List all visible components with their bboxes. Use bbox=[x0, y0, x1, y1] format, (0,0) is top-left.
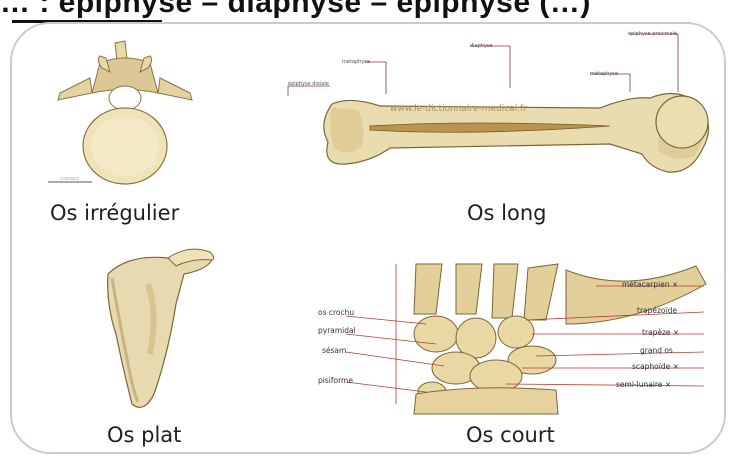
wrist-label-scaphoide: scaphoïde × bbox=[632, 362, 679, 371]
caption-irregular: Os irrégulier bbox=[50, 201, 179, 225]
femur-label-4: métaphyse bbox=[590, 71, 618, 77]
caption-long: Os long bbox=[467, 201, 546, 225]
scapula-illustration bbox=[88, 244, 228, 420]
caption-flat: Os plat bbox=[107, 423, 181, 447]
wrist-label-sesam: sésam bbox=[322, 346, 346, 355]
femur-watermark: www.le-dictionnaire-medical.fr bbox=[390, 104, 527, 114]
vertebra-illustration bbox=[40, 38, 210, 198]
wrist-label-pisiforme: pisiforme bbox=[318, 376, 353, 385]
caption-short: Os court bbox=[466, 423, 555, 447]
wrist-label-metacarpien: métacarpien × bbox=[622, 280, 678, 289]
wrist-label-trapeze: trapèze × bbox=[642, 328, 679, 337]
wrist-label-trapezoide: trapézoïde bbox=[637, 306, 677, 315]
femur-label-5: épiphyse proximale bbox=[628, 31, 677, 37]
wrist-label-os-crochu: os crochu bbox=[318, 308, 354, 317]
femur-illustration bbox=[270, 26, 720, 206]
wrist-label-pyramidal: pyramidal bbox=[318, 326, 356, 335]
page-title: … : épiphyse – diaphyse – épiphyse (…) bbox=[0, 0, 591, 20]
wrist-label-semi-lunaire: semi-lunaire × bbox=[616, 380, 671, 389]
wrist-label-grand-os: grand os bbox=[640, 346, 673, 355]
scale-label: ▭▭▭▭ bbox=[60, 176, 79, 182]
femur-label-2: métaphyse bbox=[342, 59, 370, 65]
femur-label-1: épiphyse distale bbox=[288, 81, 329, 87]
femur-label-3: diaphyse bbox=[470, 43, 493, 49]
